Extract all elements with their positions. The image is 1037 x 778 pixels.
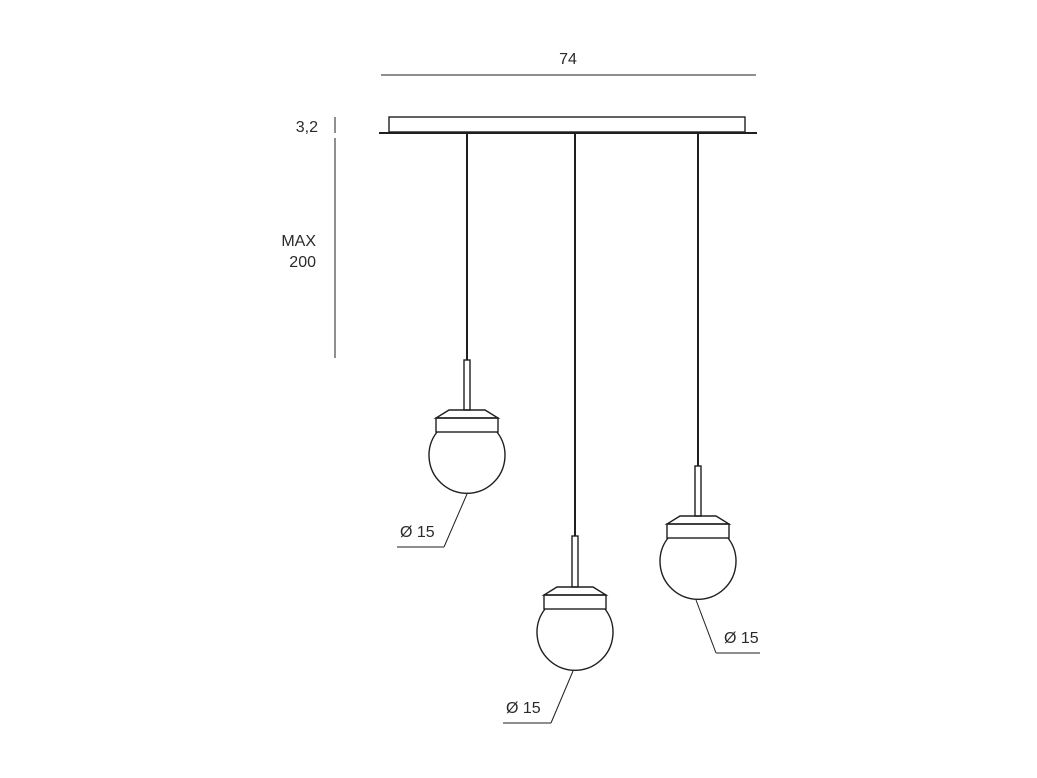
pendant-left-leader: [443, 493, 468, 548]
pendant-center-leader: [550, 670, 574, 724]
pendant-left-cap-band: [435, 417, 499, 433]
canopy-height-dimension: 3,2: [296, 117, 336, 136]
ceiling-canopy: [379, 116, 757, 134]
canopy-plate: [388, 116, 746, 133]
pendant-center-cap-top: [541, 586, 609, 596]
pendant-left-diameter-label: Ø 15: [400, 524, 435, 541]
pendant-left-globe: [428, 431, 506, 495]
max-drop-label-line2: 200: [289, 254, 316, 271]
pendant-right-cap-band: [666, 523, 730, 539]
pendant-center-globe: [536, 608, 614, 672]
pendant-center-diameter-label: Ø 15: [506, 700, 541, 717]
max-drop-dimension: MAX 200: [281, 138, 336, 358]
pendant-center-stem: [571, 535, 579, 588]
pendant-center-cap-band: [543, 594, 607, 610]
width-dimension: 74: [381, 51, 756, 76]
pendant-left-cap-top: [433, 409, 501, 419]
pendant-center: Ø 15: [503, 133, 614, 724]
pendant-left-stem: [463, 359, 471, 411]
canopy-height-label: 3,2: [296, 119, 318, 136]
max-drop-label-line1: MAX: [281, 233, 316, 250]
pendant-right-diameter-label: Ø 15: [724, 630, 759, 647]
pendant-left: Ø 15: [397, 133, 506, 548]
pendant-right-cap-top: [664, 515, 732, 525]
pendant-right-globe: [659, 537, 737, 601]
pendant-right-stem: [694, 465, 702, 517]
width-dimension-label: 74: [559, 51, 577, 68]
pendant-right-leader: [695, 599, 717, 654]
pendant-right: Ø 15: [659, 133, 760, 654]
